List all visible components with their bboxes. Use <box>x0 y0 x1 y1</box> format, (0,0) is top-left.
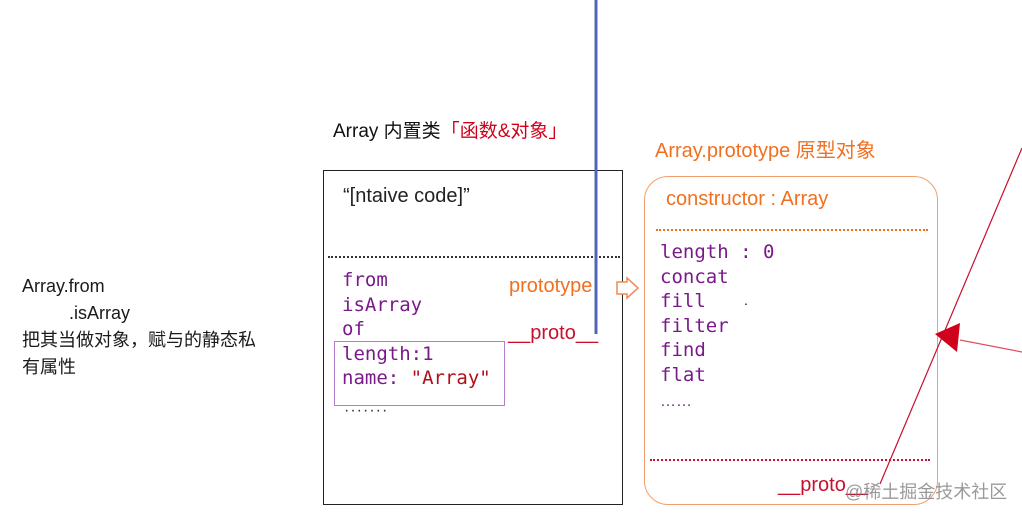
watermark: @稀土掘金技术社区 <box>845 482 1008 502</box>
proto-member-concat: concat <box>660 265 729 288</box>
proto-member-find: find <box>660 339 706 361</box>
static-member-of: of <box>342 318 365 340</box>
stray-dot: . <box>744 292 748 308</box>
proto-member-length: length : 0 <box>660 241 775 263</box>
proto-member-filter: filter <box>660 314 729 337</box>
red-arrowhead-icon <box>935 323 960 352</box>
array-prototype-title: Array.prototype 原型对象 <box>655 140 876 162</box>
name-key: name: <box>342 367 411 389</box>
static-members-more: ······· <box>344 402 389 419</box>
prototype-box-divider-bottom <box>650 459 930 461</box>
static-member-name: name: "Array" <box>342 366 491 391</box>
array-title-prefix: Array 内置类 <box>333 121 441 142</box>
own-props-highlight-box <box>334 341 505 406</box>
note-line-array-from: Array.from <box>22 276 105 296</box>
proto-link-label: __proto__ <box>508 322 599 344</box>
constructor-property: constructor : Array <box>666 188 829 210</box>
prototype-link-label: prototype <box>509 275 593 297</box>
note-line-description: 把其当做对象，赋与的静态私 <box>22 330 256 350</box>
array-box-divider <box>328 256 620 258</box>
static-member-length: length:1 <box>342 342 434 365</box>
static-members-note: Array.from .isArray 把其当做对象，赋与的静态私 有属性 <box>22 273 256 381</box>
static-member-from: from <box>342 269 388 291</box>
array-constructor-title: Array 内置类「函数&对象」 <box>333 116 567 143</box>
array-title-highlight: 「函数&对象」 <box>440 121 568 142</box>
note-line-description-cont: 有属性 <box>22 357 76 377</box>
proto-member-fill: fill <box>660 290 706 312</box>
prototype-proto-label: __proto__ <box>778 474 869 496</box>
static-members-list: from isArray of length:1 name: "Array" <box>342 268 491 391</box>
prototype-members-list: length : 0 concat fill filter find flat <box>660 240 774 387</box>
proto-pointer-line <box>959 339 1022 353</box>
array-constructor-box <box>323 170 623 505</box>
proto-member-flat: flat <box>660 363 706 386</box>
name-value: "Array" <box>410 367 491 389</box>
static-member-is-array: isArray <box>342 293 423 316</box>
prototype-members-more: …… <box>660 393 692 410</box>
note-line-is-array: .isArray <box>69 303 131 323</box>
native-code-text: “[ntaive code]” <box>343 185 470 207</box>
prototype-box-divider-top <box>656 229 928 231</box>
